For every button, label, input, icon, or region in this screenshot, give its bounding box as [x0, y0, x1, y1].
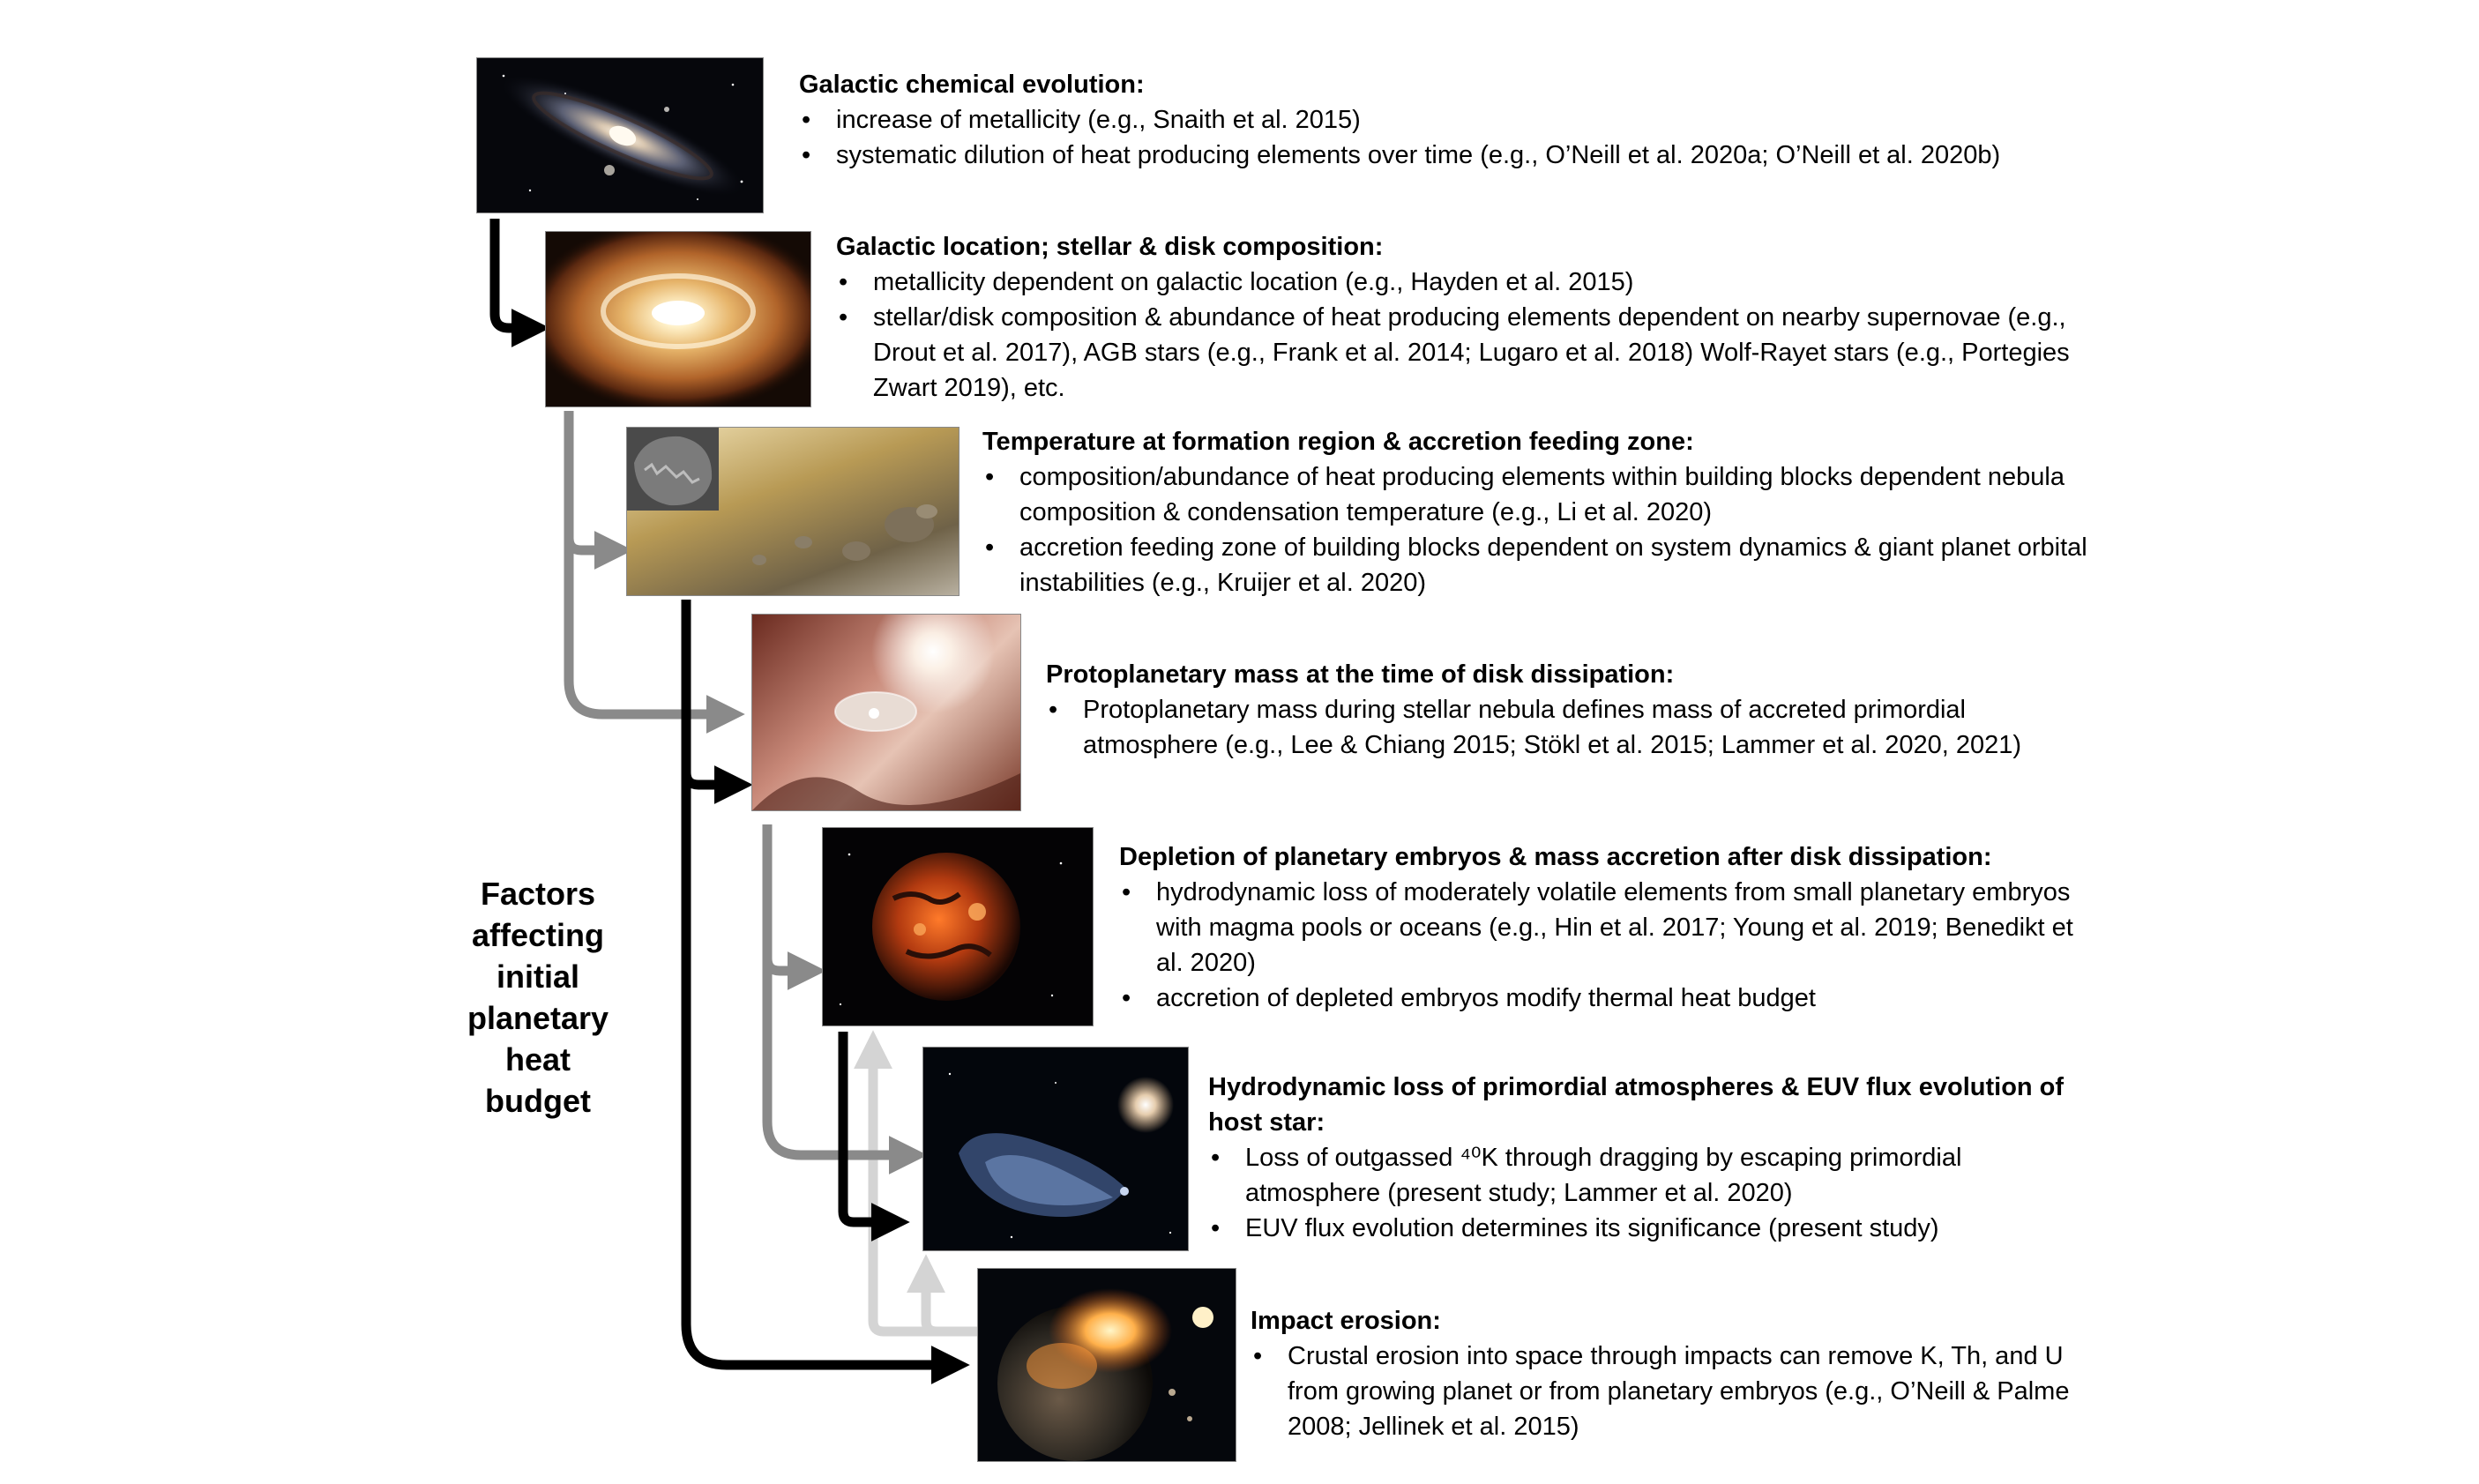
bullet-item: accretion feeding zone of building block…: [982, 530, 2102, 600]
disk-image: [545, 231, 811, 407]
bullet-item: systematic dilution of heat producing el…: [799, 138, 2139, 173]
section-hydrodynamic-loss: Hydrodynamic loss of primordial atmosphe…: [1208, 1070, 2090, 1246]
arrow-disk-to-feeding: [564, 411, 633, 570]
bullet-item: stellar/disk composition & abundance of …: [836, 300, 2088, 406]
protoplanet-image: [751, 614, 1021, 811]
bullet-item: Crustal erosion into space through impac…: [1251, 1339, 2097, 1444]
section-title: Galactic chemical evolution:: [799, 71, 1145, 99]
arrow-feeding-to-protoplanet: [681, 600, 753, 804]
section-depletion-of-embryos: Depletion of planetary embryos & mass ac…: [1119, 839, 2107, 1016]
section-title: Protoplanetary mass at the time of disk …: [1046, 660, 1675, 689]
arrow-impact-to-escape: [907, 1254, 977, 1337]
impact-image: [977, 1268, 1236, 1462]
side-label: Factors affecting initial planetary heat…: [467, 876, 609, 1119]
section-title: Depletion of planetary embryos & mass ac…: [1119, 843, 1992, 871]
section-temperature-formation-region: Temperature at formation region & accret…: [982, 424, 2102, 600]
arrow-disk-to-protoplanet: [564, 411, 745, 734]
section-galactic-location: Galactic location; stellar & disk compos…: [836, 229, 2088, 406]
galaxy-image: [476, 57, 764, 213]
bullet-item: hydrodynamic loss of moderately volatile…: [1119, 875, 2107, 981]
embryo-image: [822, 827, 1094, 1026]
arrow-galaxy-to-disk: [489, 219, 550, 347]
section-title: Galactic location; stellar & disk compos…: [836, 233, 1384, 261]
section-protoplanetary-mass: Protoplanetary mass at the time of disk …: [1046, 657, 2104, 763]
section-title: Impact erosion:: [1251, 1307, 1441, 1335]
section-galactic-chemical-evolution: Galactic chemical evolution: increase of…: [799, 67, 2139, 173]
section-impact-erosion: Impact erosion: Crustal erosion into spa…: [1251, 1303, 2097, 1444]
bullet-item: accretion of depleted embryos modify the…: [1119, 981, 2107, 1016]
bullet-item: Loss of outgassed ⁴⁰K through dragging b…: [1208, 1140, 2090, 1211]
bullet-item: metallicity dependent on galactic locati…: [836, 265, 2088, 300]
arrow-protoplanet-to-escape: [762, 824, 928, 1175]
bullet-item: EUV flux evolution determines its signif…: [1208, 1211, 2090, 1246]
bullet-item: increase of metallicity (e.g., Snaith et…: [799, 102, 2139, 138]
arrow-impact-to-embryo: [854, 1030, 977, 1337]
section-title: Hydrodynamic loss of primordial atmosphe…: [1208, 1073, 2065, 1137]
arrow-protoplanet-to-embryo: [762, 824, 826, 990]
escape-image: [922, 1047, 1189, 1251]
section-title: Temperature at formation region & accret…: [982, 428, 1694, 456]
arrow-embryo-to-escape: [838, 1032, 910, 1242]
feeding-zone-image: [626, 427, 959, 596]
arrow-feeding-to-impact: [681, 600, 970, 1384]
bullet-item: Protoplanetary mass during stellar nebul…: [1046, 692, 2104, 763]
bullet-item: composition/abundance of heat producing …: [982, 459, 2102, 530]
